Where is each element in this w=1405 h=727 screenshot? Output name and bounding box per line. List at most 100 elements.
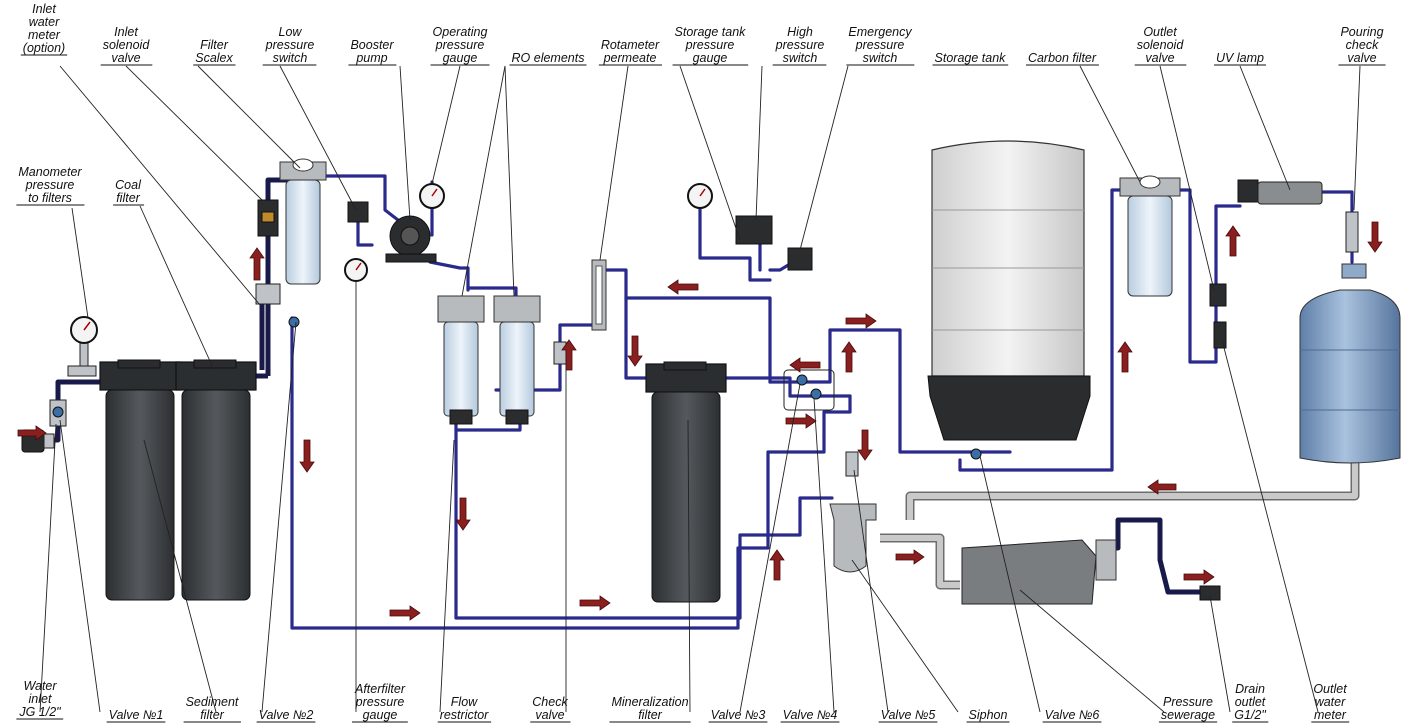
- label-manometer-pressure-to-filters-line: to filters: [28, 191, 72, 205]
- rotameter-part: [591, 259, 607, 331]
- afterfilter-gauge-part: [344, 258, 368, 282]
- label-high-pressure-switch-line: pressure: [775, 38, 825, 52]
- storage-tank-body: [927, 140, 1091, 460]
- label-valve-5-line: Valve №5: [881, 708, 936, 722]
- label-ro-elements-line: RO elements: [512, 51, 585, 65]
- valve-cluster: [783, 369, 859, 477]
- operating-gauge-part: [419, 183, 445, 209]
- label-valve-4-line: Valve №4: [783, 708, 838, 722]
- mineralization-filter-body: [645, 361, 727, 603]
- valve-2-part: [255, 283, 300, 328]
- label-ro-elements: RO elements: [509, 51, 587, 66]
- label-pressure-sewerage-line: sewerage: [1161, 708, 1215, 722]
- label-low-pressure-switch-line: pressure: [265, 38, 315, 52]
- label-valve-1-line: Valve №1: [109, 708, 164, 722]
- label-drain-outlet-line: outlet: [1235, 695, 1266, 709]
- label-low-pressure-switch-line: switch: [273, 51, 308, 65]
- emergency-switch-part: [787, 247, 813, 271]
- label-outlet-water-meter-line: Outlet: [1313, 682, 1347, 696]
- ro-element-2: [493, 295, 541, 425]
- label-carbon-filter: Carbon filter: [1025, 51, 1099, 66]
- label-coal-filter-line: filter: [116, 191, 140, 205]
- label-valve-4: Valve №4: [780, 708, 840, 723]
- label-afterfilter-pressure-gauge-line: pressure: [355, 695, 405, 709]
- label-emergency-pressure-switch-line: pressure: [855, 38, 905, 52]
- flow-arrows: [17, 221, 1383, 621]
- label-uv-lamp-line: UV lamp: [1216, 51, 1264, 65]
- label-sediment-filter-line: Sediment: [186, 695, 239, 709]
- label-high-pressure-switch-line: switch: [783, 51, 818, 65]
- label-drain-outlet-line: G1/2": [1234, 708, 1266, 722]
- pressure-sewerage-part: [961, 539, 1117, 605]
- label-water-inlet-line: Water: [23, 679, 57, 693]
- label-valve-6: Valve №6: [1042, 708, 1102, 723]
- label-filter-scalex-line: Scalex: [195, 51, 233, 65]
- label-pouring-check-valve-line: valve: [1347, 51, 1376, 65]
- label-mineralization-filter-line: Mineralization: [611, 695, 688, 709]
- label-storage-tank-pressure-gauge-line: pressure: [685, 38, 735, 52]
- label-pressure-sewerage-line: Pressure: [1163, 695, 1213, 709]
- label-filter-scalex-line: Filter: [200, 38, 229, 52]
- label-valve-5: Valve №5: [878, 708, 938, 723]
- label-inlet-water-meter-line: water: [29, 15, 60, 29]
- booster-pump-part: [385, 215, 437, 263]
- label-check-valve-line: Check: [532, 695, 568, 709]
- label-storage-tank: Storage tank: [932, 51, 1009, 66]
- label-carbon-filter-line: Carbon filter: [1028, 51, 1097, 65]
- valve-1-part: [49, 399, 67, 427]
- label-manometer-pressure-to-filters-line: Manometer: [18, 165, 82, 179]
- label-operating-pressure-gauge-line: Operating: [433, 25, 488, 39]
- label-booster-pump-line: pump: [355, 51, 387, 65]
- label-emergency-pressure-switch-line: switch: [863, 51, 898, 65]
- inlet-water-meter-part: [257, 199, 279, 237]
- label-pouring-check-valve-line: check: [1346, 38, 1379, 52]
- label-outlet-water-meter-line: meter: [1314, 708, 1347, 722]
- label-low-pressure-switch-line: Low: [279, 25, 303, 39]
- label-operating-pressure-gauge-line: pressure: [435, 38, 485, 52]
- label-water-inlet-line: JG 1/2": [18, 705, 61, 719]
- manometer-to-filters: [67, 316, 98, 377]
- label-uv-lamp: UV lamp: [1214, 51, 1267, 66]
- label-inlet-solenoid-valve-line: Inlet: [114, 25, 138, 39]
- filter-scalex-body: [279, 158, 327, 285]
- label-valve-2-line: Valve №2: [259, 708, 314, 722]
- leader-lines: [39, 65, 1361, 713]
- label-flow-restrictor-line: Flow: [451, 695, 478, 709]
- uv-lamp-part: [1237, 179, 1323, 205]
- label-booster-pump-line: Booster: [350, 38, 394, 52]
- label-inlet-water-meter-line: Inlet: [32, 2, 56, 16]
- label-emergency-pressure-switch-line: Emergency: [848, 25, 912, 39]
- sediment-filter-body: [175, 359, 257, 601]
- labels: Inletwatermeter(option)Inletsolenoidvalv…: [16, 2, 1386, 723]
- water-bottle: [1299, 263, 1401, 464]
- label-afterfilter-pressure-gauge-line: Afterfilter: [354, 682, 406, 696]
- siphon-part: [829, 503, 877, 573]
- label-valve-2: Valve №2: [256, 708, 316, 723]
- label-drain-outlet-line: Drain: [1235, 682, 1265, 696]
- outlet-solenoid-part: [1209, 283, 1227, 349]
- high-pressure-switch-part: [735, 215, 773, 245]
- label-valve-3: Valve №3: [708, 708, 768, 723]
- label-valve-1: Valve №1: [106, 708, 166, 723]
- label-outlet-solenoid-valve-line: solenoid: [1137, 38, 1185, 52]
- label-storage-tank-line: Storage tank: [935, 51, 1007, 65]
- label-coal-filter-line: Coal: [115, 178, 142, 192]
- label-high-pressure-switch-line: High: [787, 25, 813, 39]
- label-operating-pressure-gauge-line: gauge: [443, 51, 478, 65]
- label-siphon: Siphon: [966, 708, 1010, 723]
- label-pouring-check-valve-line: Pouring: [1340, 25, 1383, 39]
- label-water-inlet-line: inlet: [29, 692, 52, 706]
